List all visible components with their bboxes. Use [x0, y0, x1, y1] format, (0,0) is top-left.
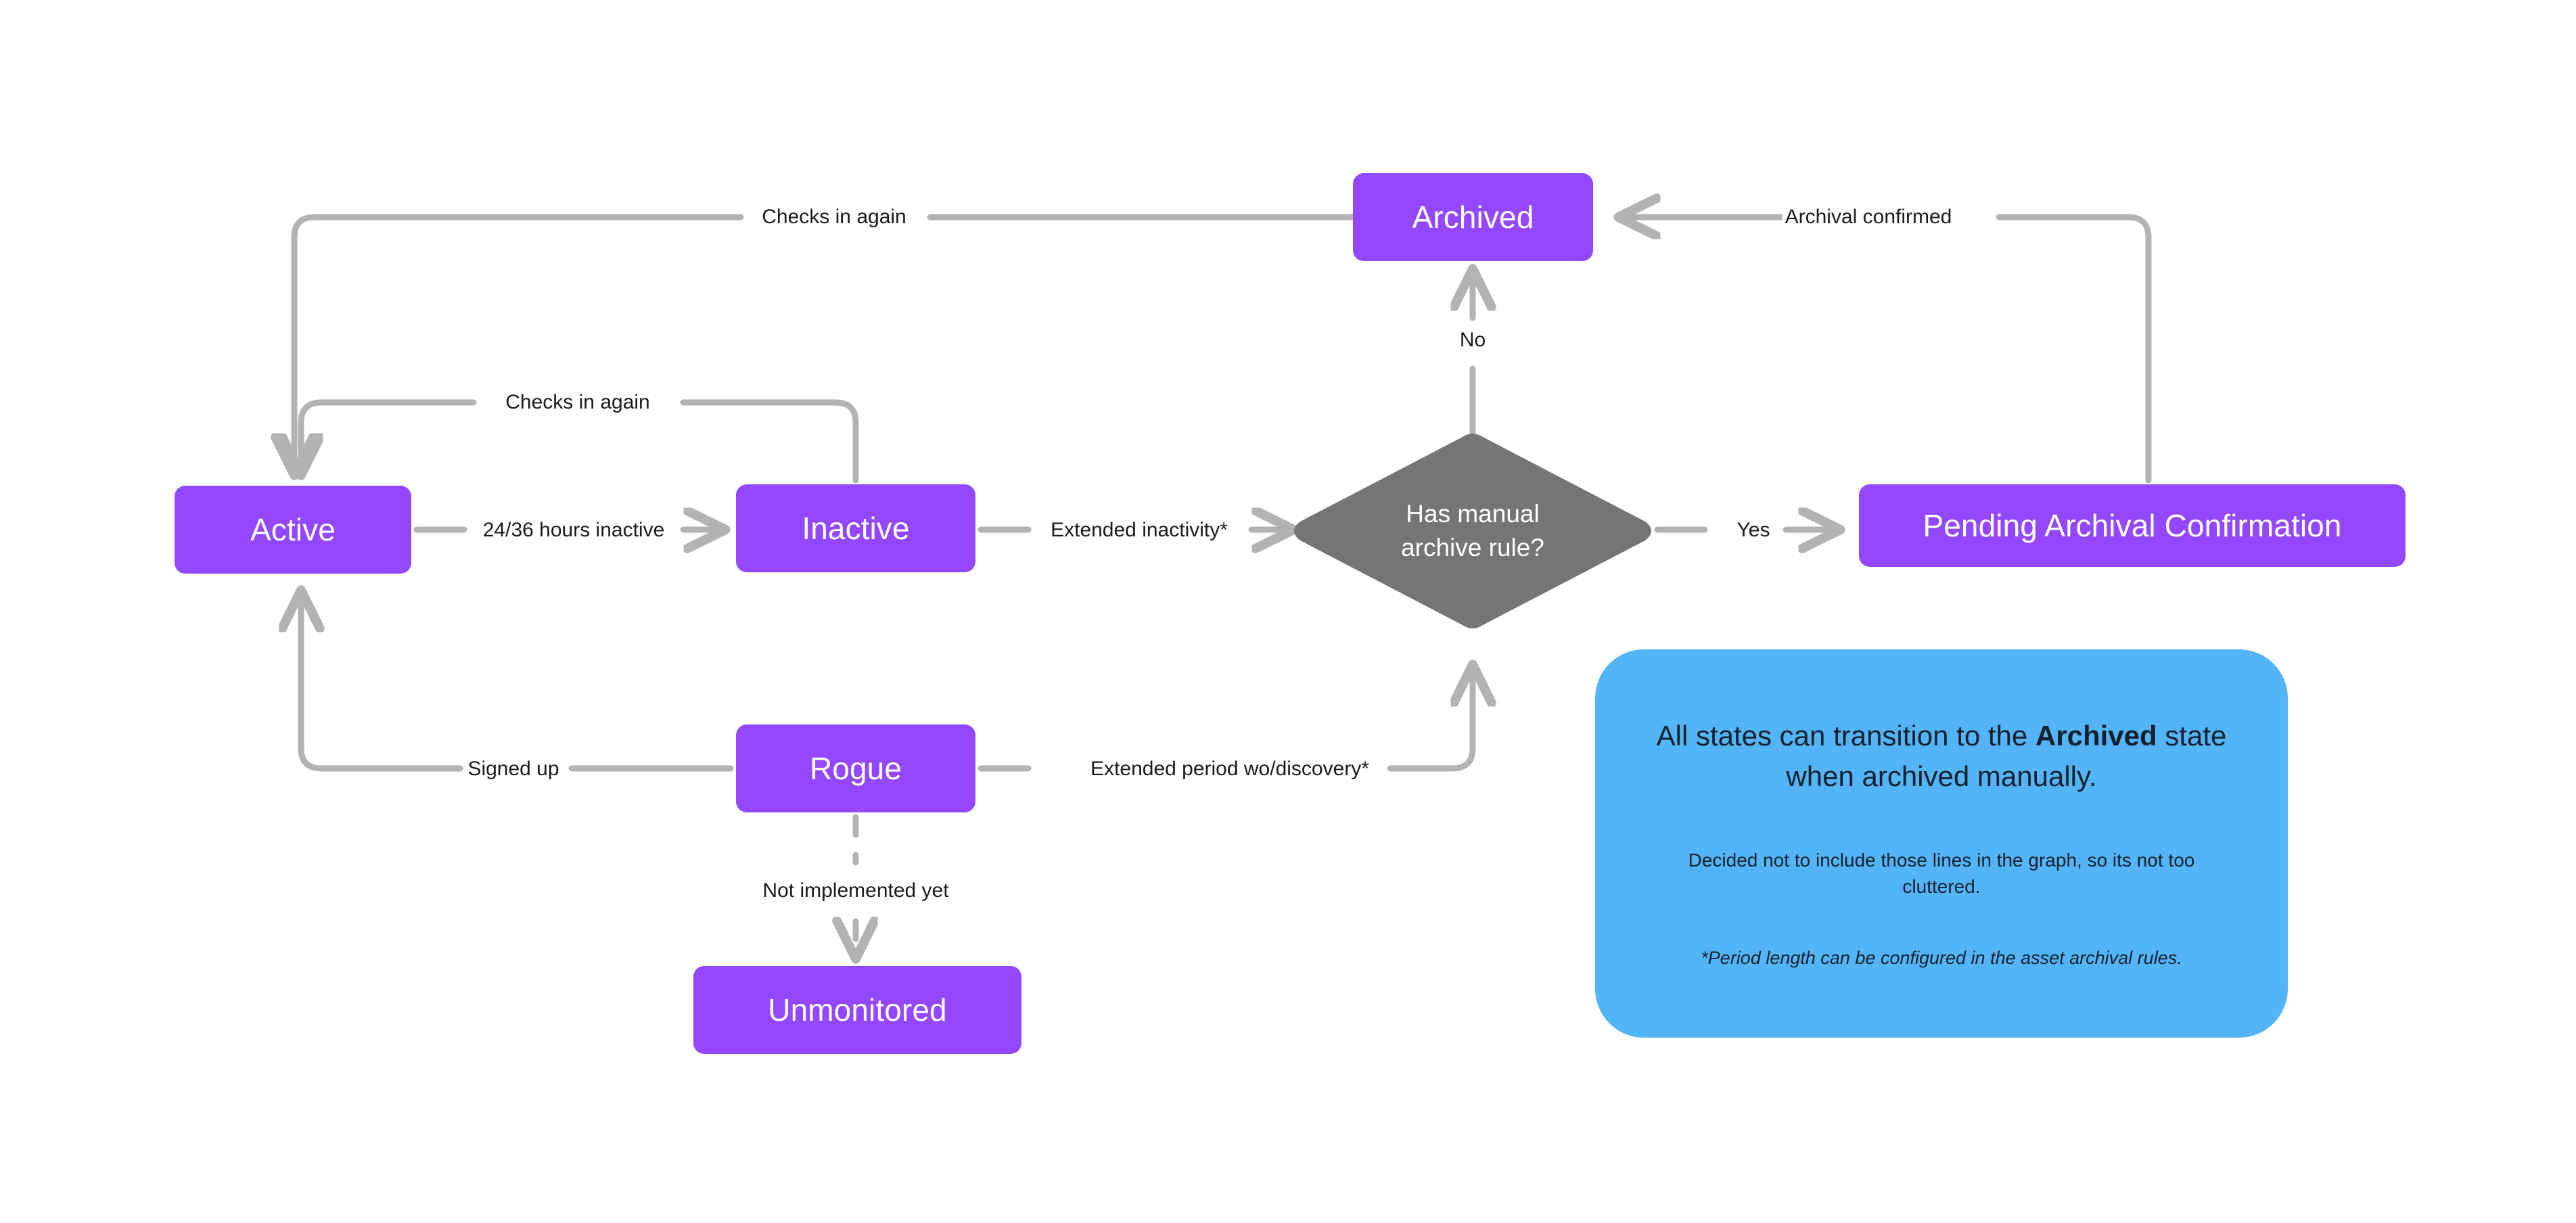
edge-rogue-to-decision-right — [1387, 666, 1473, 772]
node-archived-label: Archived — [1412, 199, 1534, 235]
edge-pending-to-archived-right — [1996, 214, 2152, 484]
edge-label-extended-period-wo-discovery: Extended period wo/discovery* — [1088, 757, 1372, 781]
edge-label-no: No — [1456, 328, 1489, 352]
node-unmonitored-label: Unmonitored — [768, 992, 947, 1028]
node-rogue-label: Rogue — [809, 750, 902, 786]
node-pending-label: Pending Archival Confirmation — [1923, 507, 2342, 543]
edge-label-checks-in-again-inactive: Checks in again — [503, 390, 653, 415]
node-rogue[interactable]: Rogue — [736, 724, 975, 812]
node-active[interactable]: Active — [175, 486, 411, 574]
node-inactive[interactable]: Inactive — [736, 484, 975, 572]
note-heading: All states can transition to the Archive… — [1651, 716, 2232, 796]
note-heading-before: All states can transition to the — [1656, 720, 2036, 752]
node-unmonitored[interactable]: Unmonitored — [693, 966, 1021, 1054]
edge-rogue-to-active-left — [301, 592, 463, 772]
note-heading-after: state when archived manually. — [1786, 720, 2227, 793]
note-body: Decided not to include those lines in th… — [1688, 849, 2195, 898]
edge-label-checks-in-again-archived: Checks in again — [759, 205, 909, 229]
edge-inactive-to-active-right — [680, 399, 859, 484]
edge-inactive-to-active-left — [301, 399, 477, 474]
edge-label-24-36-hours-inactive: 24/36 hours inactive — [480, 518, 668, 543]
node-active-label: Active — [250, 511, 336, 547]
node-inactive-label: Inactive — [802, 510, 910, 546]
note-heading-strong: Archived — [2035, 720, 2157, 752]
node-archived[interactable]: Archived — [1353, 173, 1593, 261]
node-pending-archival-confirmation[interactable]: Pending Archival Confirmation — [1859, 484, 2406, 567]
edge-archived-to-active-left — [294, 214, 744, 474]
note-callout: All states can transition to the Archive… — [1595, 649, 2288, 1038]
note-footnote: *Period length can be configured in the … — [1701, 948, 2182, 969]
edge-label-signed-up: Signed up — [465, 757, 562, 781]
edge-label-extended-inactivity: Extended inactivity* — [1048, 518, 1230, 543]
edge-label-archival-confirmed: Archival confirmed — [1782, 205, 1955, 229]
decision-diamond-shape — [1294, 434, 1651, 628]
edge-label-yes: Yes — [1734, 518, 1773, 543]
edge-label-not-implemented-yet: Not implemented yet — [760, 879, 952, 903]
node-decision-has-manual-archive-rule[interactable]: Has manual archive rule? — [1292, 433, 1653, 629]
